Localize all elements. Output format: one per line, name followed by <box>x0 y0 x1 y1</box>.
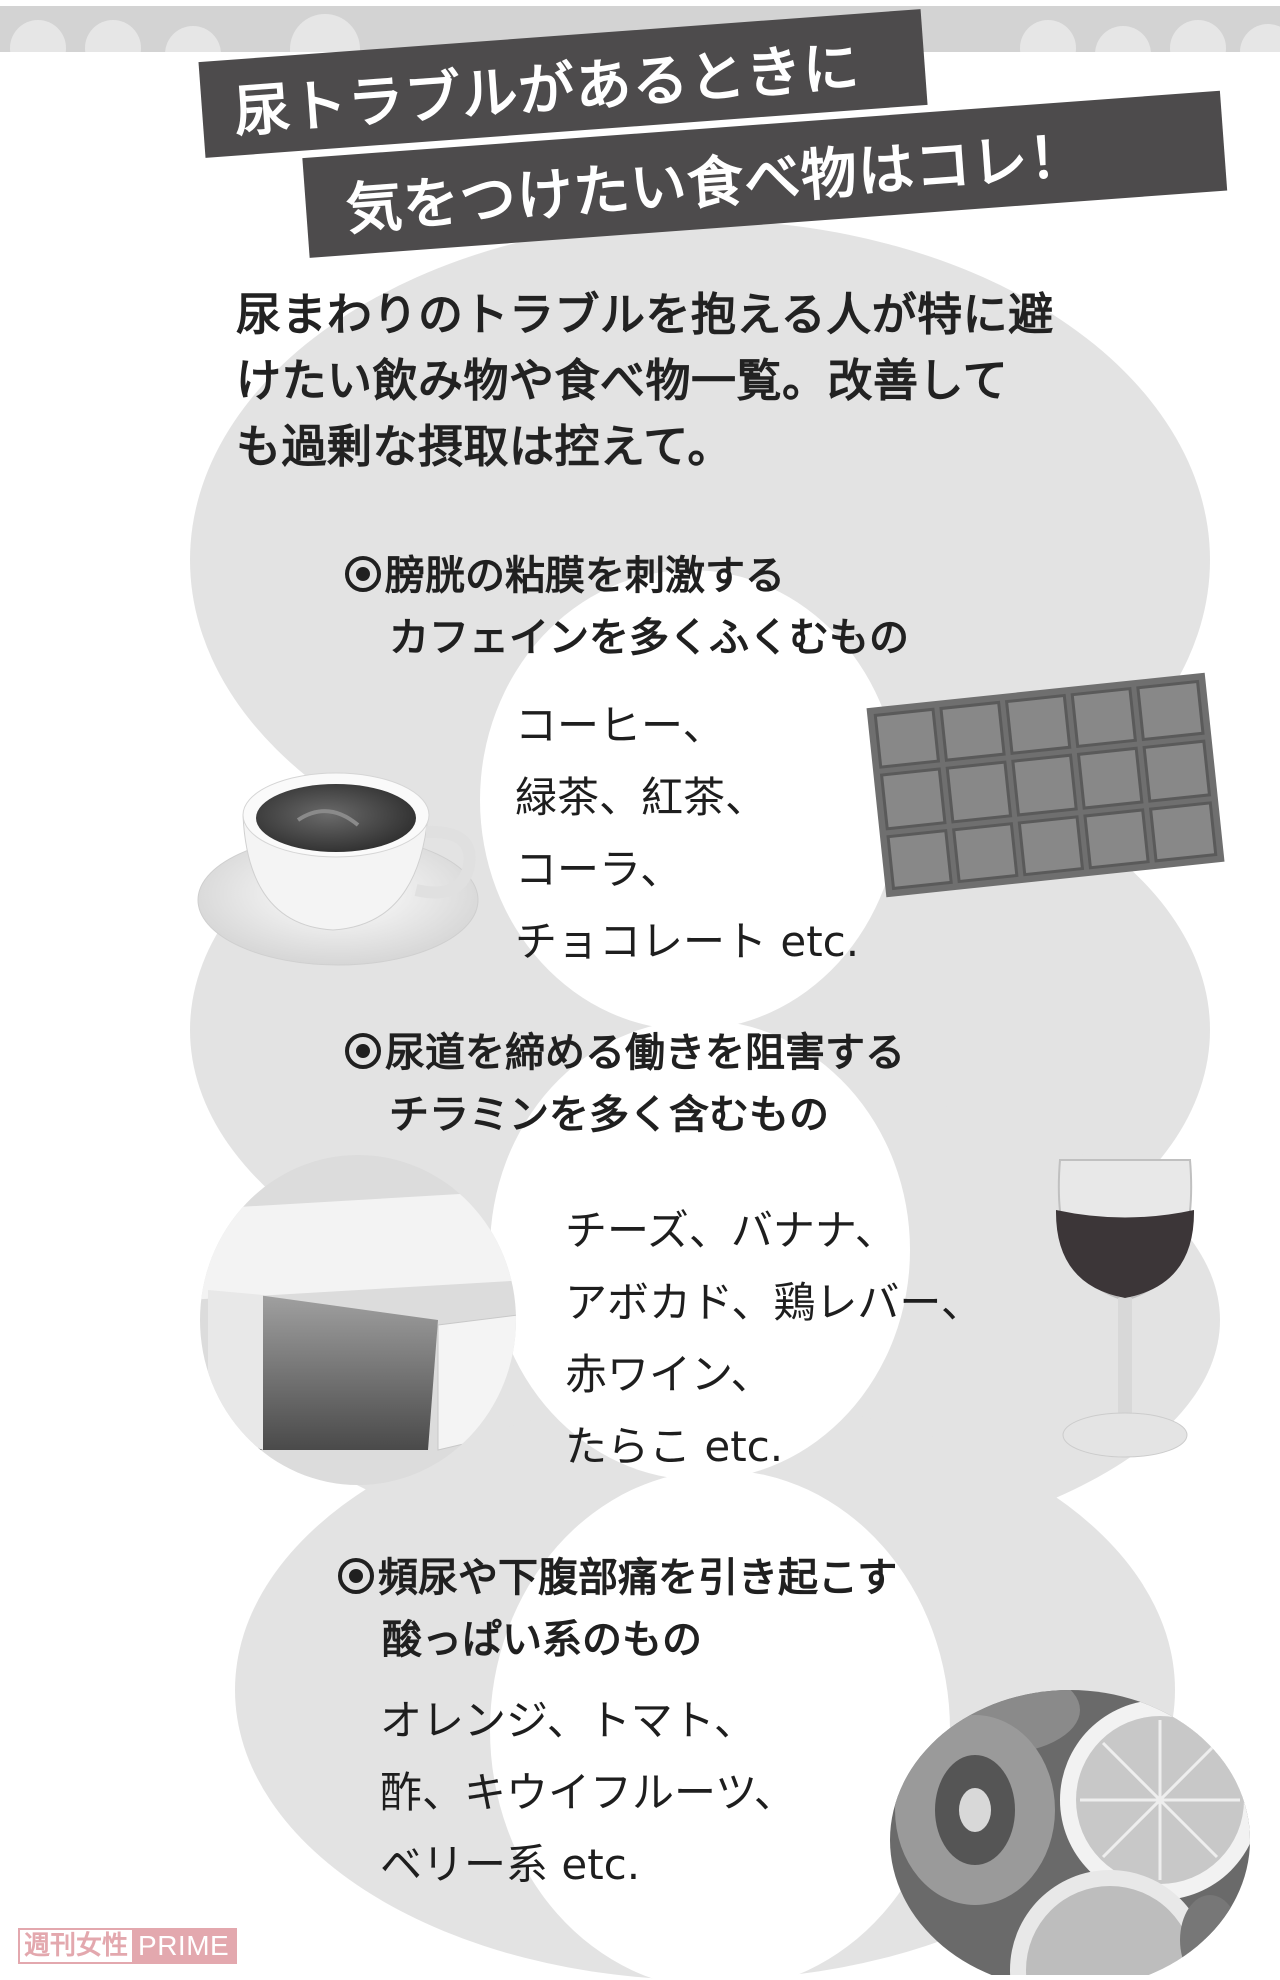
list-item: 緑茶、紅茶、 <box>515 773 768 822</box>
double-circle-bullet-icon <box>345 556 381 592</box>
list-item: 酢、キウイフルーツ、 <box>380 1768 796 1817</box>
red-wine-glass-image <box>1055 1159 1195 1458</box>
list-item: コーラ、 <box>515 845 683 894</box>
citrus-kiwi-berries-image <box>890 1690 1250 1975</box>
list-item: たらこ etc. <box>565 1422 784 1471</box>
list-item: アボカド、鶏レバー、 <box>565 1278 983 1327</box>
watermark-en-text: PRIME <box>132 1930 236 1962</box>
list-item: オレンジ、トマト、 <box>380 1696 756 1745</box>
coffee-cup-image <box>197 772 479 966</box>
section-heading-line-1: 膀胱の粘膜を刺激する <box>385 553 785 599</box>
section-heading-line-1: 尿道を締める働きを阻害する <box>385 1030 905 1076</box>
intro-line: けたい飲み物や食べ物一覧。改善して <box>236 354 1009 407</box>
list-item: チョコレート etc. <box>515 917 860 966</box>
decor-dot <box>165 26 221 52</box>
double-circle-bullet-icon <box>345 1033 381 1069</box>
section-heading-line-1: 頻尿や下腹部痛を引き起こす <box>378 1555 898 1601</box>
food-list-acidic: オレンジ、トマト、 酢、キウイフルーツ、 ベリー系 etc. <box>380 1685 796 1901</box>
decor-dot <box>1095 26 1151 52</box>
list-item: コーヒー、 <box>515 701 725 750</box>
cheese-image <box>200 1155 516 1485</box>
section-heading-tyramine: 尿道を締める働きを阻害する チラミンを多く含むもの <box>345 1022 905 1146</box>
section-heading-line-2: チラミンを多く含むもの <box>389 1092 829 1138</box>
intro-paragraph: 尿まわりのトラブルを抱える人が特に避 けたい飲み物や食べ物一覧。改善して も過剰… <box>236 282 1216 480</box>
decor-dot <box>10 20 66 52</box>
decor-dot <box>85 20 141 52</box>
double-circle-bullet-icon <box>338 1558 374 1594</box>
list-item: チーズ、バナナ、 <box>565 1206 897 1255</box>
chocolate-bar-image <box>866 672 1225 898</box>
decor-dot <box>290 14 360 52</box>
section-heading-caffeine: 膀胱の粘膜を刺激する カフェインを多くふくむもの <box>345 545 909 669</box>
section-heading-line-2: 酸っぱい系のもの <box>382 1617 702 1663</box>
publisher-watermark-logo: 週刊女性 PRIME <box>18 1928 238 1964</box>
decor-dot <box>1170 20 1226 52</box>
intro-line: も過剰な摂取は控えて。 <box>236 420 733 473</box>
list-item: ベリー系 etc. <box>380 1840 641 1889</box>
section-heading-line-2: カフェインを多くふくむもの <box>389 615 909 661</box>
intro-line: 尿まわりのトラブルを抱える人が特に避 <box>236 288 1054 341</box>
watermark-jp-text: 週刊女性 <box>20 1930 133 1962</box>
top-decorative-band <box>0 6 1280 52</box>
decor-dot <box>1240 24 1280 52</box>
list-item: 赤ワイン、 <box>565 1350 773 1399</box>
food-list-caffeine: コーヒー、 緑茶、紅茶、 コーラ、 チョコレート etc. <box>515 690 859 978</box>
section-heading-acidic: 頻尿や下腹部痛を引き起こす 酸っぱい系のもの <box>338 1547 897 1671</box>
decor-dot <box>1020 20 1076 52</box>
food-list-tyramine: チーズ、バナナ、 アボカド、鶏レバー、 赤ワイン、 たらこ etc. <box>565 1195 983 1483</box>
